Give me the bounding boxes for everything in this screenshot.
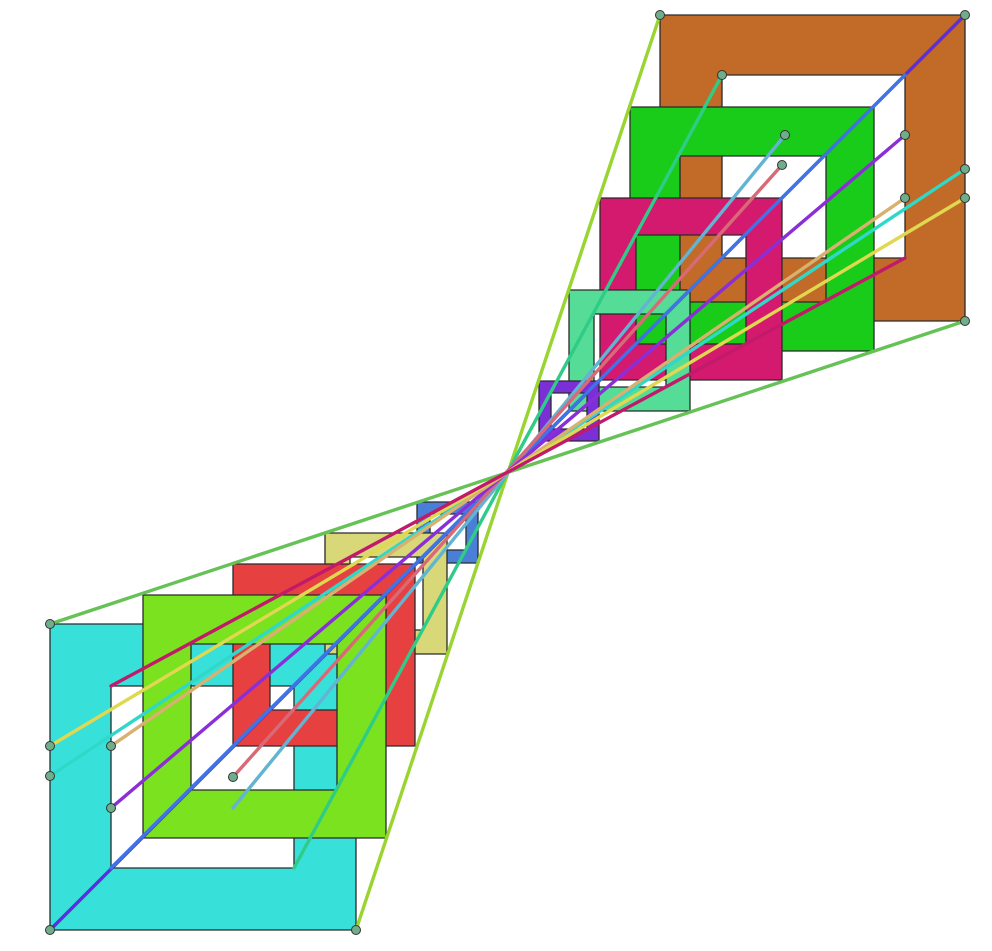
vertex-point xyxy=(45,619,55,629)
vertex-point xyxy=(960,164,970,174)
vertex-point xyxy=(900,193,910,203)
vertices-layer xyxy=(45,10,970,935)
vertex-point xyxy=(960,193,970,203)
vertex-point xyxy=(351,925,361,935)
vertex-point xyxy=(960,316,970,326)
ray-crimson xyxy=(109,256,907,688)
vertex-point xyxy=(228,772,238,782)
vertex-point xyxy=(655,10,665,20)
rays-layer xyxy=(48,13,967,932)
vertex-point xyxy=(45,771,55,781)
vertex-point xyxy=(45,741,55,751)
vertex-point xyxy=(900,130,910,140)
vertex-point xyxy=(106,803,116,813)
vertex-point xyxy=(780,130,790,140)
vertex-point xyxy=(45,925,55,935)
vertex-point xyxy=(777,160,787,170)
vertex-point xyxy=(960,10,970,20)
vertex-point xyxy=(106,741,116,751)
vertex-point xyxy=(717,70,727,80)
